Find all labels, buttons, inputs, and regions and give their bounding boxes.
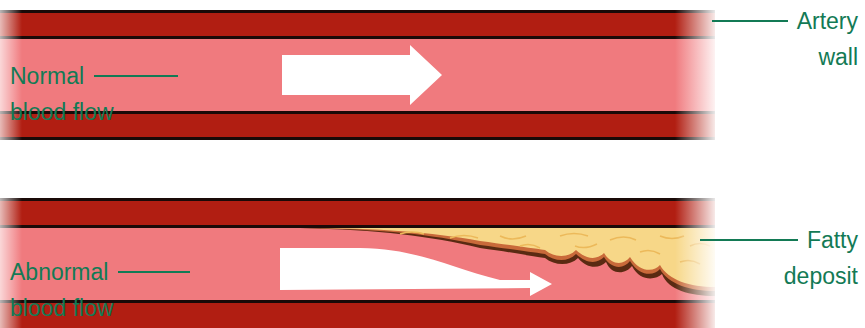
normal-artery (0, 10, 715, 140)
leader-lines (94, 21, 798, 272)
flow-arrow (280, 248, 552, 296)
fat-texture (400, 232, 710, 264)
callout-label: Abnormal blood flow (10, 254, 135, 326)
flow-arrow (282, 45, 442, 105)
callout-label: Artery wall (768, 3, 858, 75)
leader-line (94, 75, 178, 77)
callout-label: Normal blood flow (10, 58, 130, 130)
leader-line (700, 239, 798, 241)
callout-label: Fatty deposit (758, 222, 858, 294)
leader-line (712, 20, 788, 22)
narrowed-artery (0, 198, 715, 328)
leader-line (118, 271, 190, 273)
